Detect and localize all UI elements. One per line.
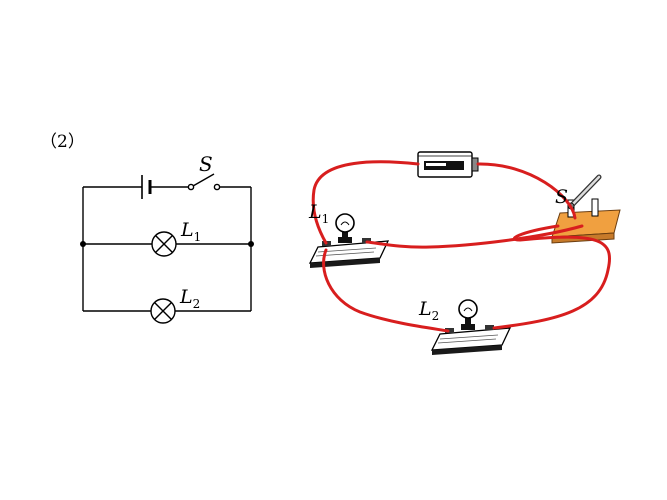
schematic-lamp2-label: L2 [179,286,200,311]
switch-contact-left [187,183,195,191]
junction-left [80,241,86,247]
physical-switch-label: S [555,186,568,208]
physical-lamp1-label: L1 [308,201,329,226]
wire-battery-to-switch [476,162,577,220]
switch-blade [192,173,215,187]
junction-right [248,241,254,247]
schematic-diagram [80,173,254,324]
physical-lamp2-label: L2 [418,298,439,323]
wire-lamp1-to-lamp2 [322,248,450,333]
lamp-l1-cross-b [155,235,173,253]
physical-wires [311,160,611,333]
lamp-l2-cross-b [154,302,172,320]
physical-battery [417,151,479,178]
switch-contact-right [213,183,221,191]
schematic-switch-label: S [199,152,213,176]
schematic-lamp1-label: L1 [180,219,201,244]
wire-battery-to-lamp1 [311,160,420,245]
physical-lamp-l2 [430,299,512,355]
physical-lamp-l1 [308,213,390,268]
problem-number: （2） [40,132,85,152]
wire-switch-to-lamp2 [492,224,611,330]
wire-switch-to-lamp1 [365,224,584,249]
